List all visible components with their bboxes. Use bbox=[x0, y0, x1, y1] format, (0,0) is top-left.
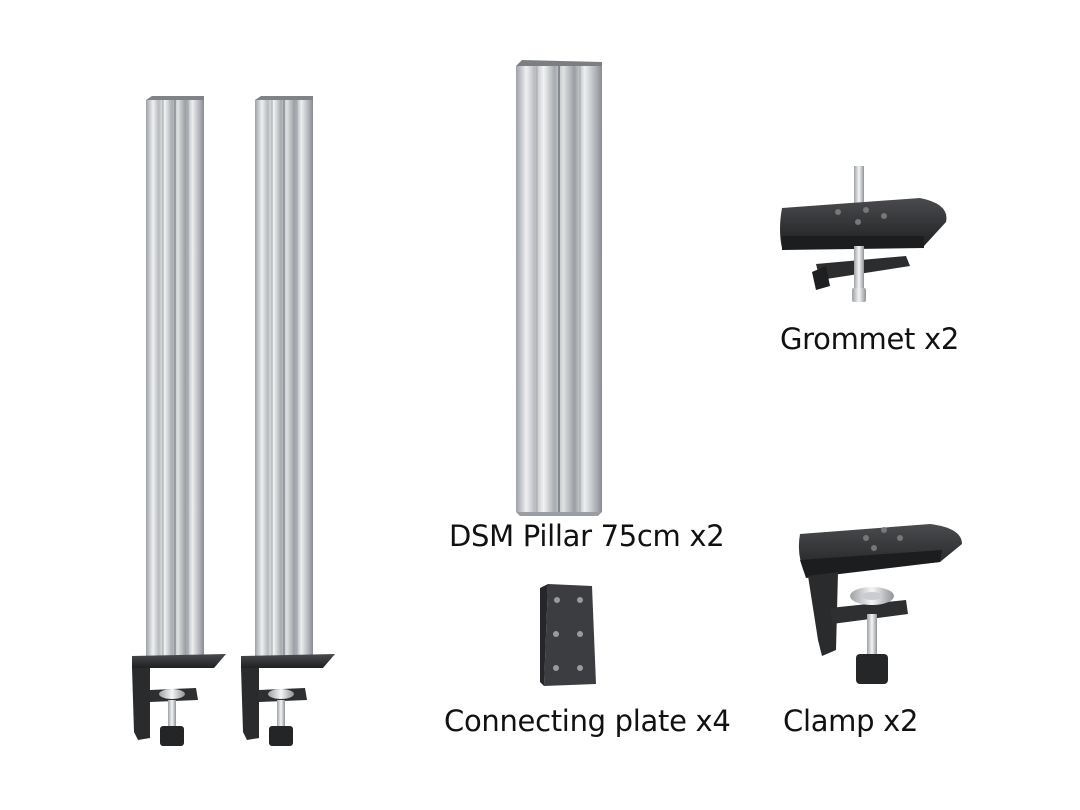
pillar-with-clamp-left-2 bbox=[241, 96, 335, 746]
grommet-caption: Grommet x2 bbox=[780, 322, 960, 356]
pillar-caption: DSM Pillar 75cm x2 bbox=[449, 519, 725, 553]
pillar-with-clamp-left-1 bbox=[132, 96, 226, 746]
grommet-image bbox=[780, 166, 947, 302]
dsm-pillar-image bbox=[516, 60, 602, 516]
connecting-plate-caption: Connecting plate x4 bbox=[444, 704, 731, 738]
connecting-plate-image bbox=[540, 584, 596, 686]
clamp-image bbox=[798, 524, 962, 684]
clamp-caption: Clamp x2 bbox=[783, 704, 919, 738]
